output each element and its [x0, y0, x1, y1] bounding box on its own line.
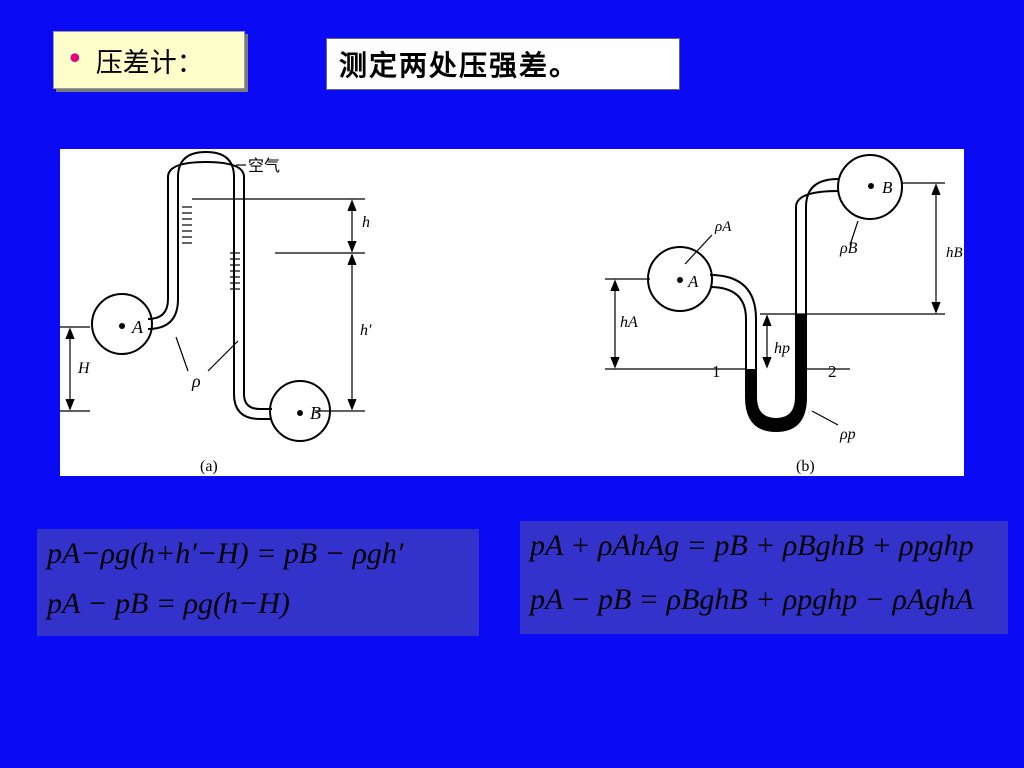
- scale-ticks-a: [182, 206, 240, 290]
- equation-box-right: pA + ρAhAg = pB + ρBghB + ρpghp pA − pB …: [520, 521, 1008, 634]
- label-h-b: hB: [946, 245, 963, 261]
- description-text: 测定两处压强差。: [339, 49, 580, 82]
- label-h: h: [362, 214, 370, 231]
- label-level-2: 2: [828, 362, 837, 381]
- reference-lines-b: [605, 182, 945, 426]
- label-a-b: B: [310, 403, 321, 423]
- point-b-dot: [297, 410, 303, 416]
- diagram-b: [647, 154, 903, 433]
- manometer-figure: A B 空气 h h′ H ρ (a): [60, 149, 964, 476]
- diagram-a: [91, 150, 331, 442]
- description-box: 测定两处压强差。: [326, 38, 680, 90]
- caption-a: (a): [200, 458, 218, 475]
- equation-right-line2: pA − pB = ρBghB + ρpghp − ρAghA: [530, 583, 974, 616]
- label-b-b: B: [882, 178, 893, 197]
- slide-title: 压差计：: [95, 47, 204, 79]
- label-rho-a: ρ: [191, 371, 201, 391]
- point-b-b-dot: [868, 183, 874, 189]
- label-level-1: 1: [712, 362, 721, 381]
- bullet-icon: •: [66, 42, 84, 77]
- label-rho-p: ρp: [839, 426, 856, 443]
- manometer-fluid: [746, 314, 806, 431]
- equation-left-line2: pA − pB = ρg(h−H): [47, 587, 290, 620]
- point-b-a-dot: [677, 277, 683, 283]
- reference-lines-a: [60, 164, 365, 412]
- equation-left-line1: pA−ρg(h+h′−H) = pB − ρgh′: [47, 537, 404, 570]
- label-rho-b: ρB: [839, 240, 858, 257]
- label-h-prime: h′: [360, 322, 372, 339]
- point-a-dot: [119, 323, 125, 329]
- caption-b: (b): [796, 458, 815, 475]
- label-a-a: A: [131, 317, 144, 337]
- title-box: • 压差计：: [53, 31, 245, 89]
- label-b-a: A: [687, 272, 699, 291]
- label-h-a: hA: [620, 314, 638, 331]
- label-air: 空气: [248, 157, 280, 175]
- equation-box-left: pA−ρg(h+h′−H) = pB − ρgh′ pA − pB = ρg(h…: [37, 529, 479, 636]
- label-big-h: H: [77, 360, 91, 377]
- equation-right-line1: pA + ρAhAg = pB + ρBghB + ρpghp: [530, 529, 974, 562]
- manometer-diagram: A B 空气 h h′ H ρ (a): [60, 150, 963, 475]
- label-rho-a-b: ρA: [714, 219, 732, 235]
- label-h-p: hp: [774, 340, 790, 357]
